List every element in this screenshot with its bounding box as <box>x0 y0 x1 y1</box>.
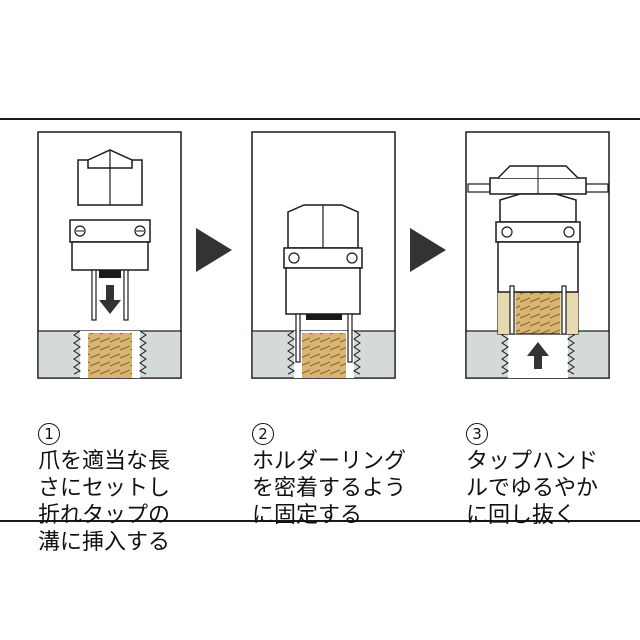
diagram-frame <box>0 118 640 522</box>
step-3-text: タップハンド ルでゆるやか に回し抜く <box>466 449 599 528</box>
step-2-text: ホルダーリング を密着するよう に固定する <box>252 449 407 528</box>
step-1-caption: 1 爪を適当な長 さにセットし 折れタップの 溝に挿入する <box>38 392 170 583</box>
panel-3 <box>465 131 610 379</box>
broken-tap-3 <box>516 292 560 334</box>
step-3-caption: 3 タップハンド ルでゆるやか に回し抜く <box>466 392 598 556</box>
panel-2 <box>251 131 396 379</box>
step-1-text: 爪を適当な長 さにセットし 折れタップの 溝に挿入する <box>38 449 171 555</box>
broken-tap-1 <box>88 333 132 378</box>
step-1-number: 1 <box>38 423 60 445</box>
down-arrow-icon <box>99 285 121 314</box>
panel-1 <box>37 131 182 379</box>
step-2-caption: 2 ホルダーリング を密着するよう に固定する <box>252 392 406 556</box>
up-arrow-icon <box>527 342 549 369</box>
right-chevron-icon-2 <box>410 228 446 272</box>
right-chevron-icon <box>196 228 232 272</box>
broken-tap-2 <box>302 333 346 378</box>
step-3-number: 3 <box>466 423 488 445</box>
step-2-number: 2 <box>252 423 274 445</box>
